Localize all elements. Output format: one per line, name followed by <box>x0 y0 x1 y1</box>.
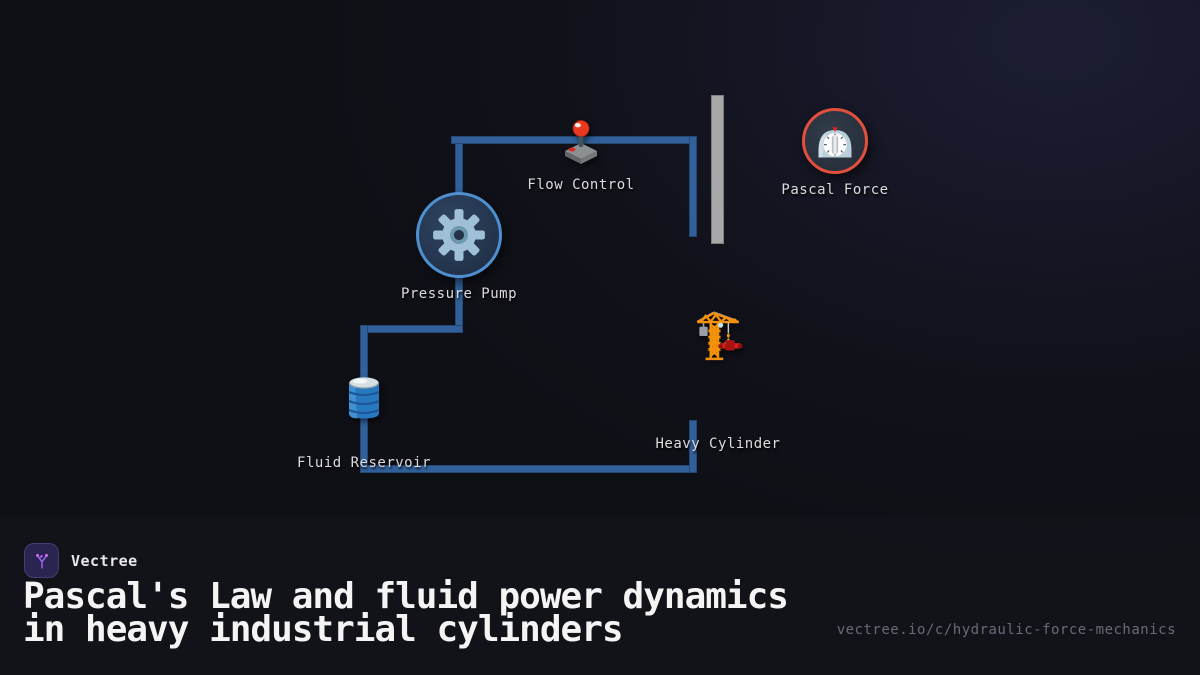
flow-control-label: Flow Control <box>527 177 635 193</box>
oil-drum-icon <box>348 377 380 419</box>
pipe-bottom-horizontal <box>360 465 697 473</box>
pascal-force-label: Pascal Force <box>781 182 889 198</box>
gear-icon <box>433 209 485 261</box>
crane-icon <box>696 311 743 361</box>
brand-name: Vectree <box>71 551 138 570</box>
pipe-pump-to-top <box>455 136 463 198</box>
pipe-cylinder-up <box>689 420 697 473</box>
piston-rod-bar <box>711 95 724 244</box>
page-title-line1: Pascal's Law and fluid power dynamics <box>23 576 789 617</box>
fluid-reservoir-label: Fluid Reservoir <box>297 455 431 471</box>
brand-row: Vectree <box>24 543 138 578</box>
page-title: Pascal's Law and fluid power dynamics in… <box>23 576 789 650</box>
page-title-line2: in heavy industrial cylinders <box>23 609 624 650</box>
pascal-force-node <box>802 108 868 174</box>
pipe-right-down-to-piston <box>689 136 697 237</box>
pressure-pump-label: Pressure Pump <box>400 286 518 302</box>
pipe-top-horizontal <box>451 136 697 144</box>
pressure-pump-node <box>416 192 502 278</box>
vectree-branch-icon <box>35 553 48 568</box>
heavy-cylinder-label: Heavy Cylinder <box>655 436 781 452</box>
joystick-icon <box>565 120 597 164</box>
pipe-pump-down <box>455 272 463 333</box>
page-url: vectree.io/c/hydraulic-force-mechanics <box>836 622 1176 638</box>
vectree-logo <box>24 543 59 578</box>
timer-icon <box>818 127 852 158</box>
pipe-mid-horizontal <box>360 325 463 333</box>
